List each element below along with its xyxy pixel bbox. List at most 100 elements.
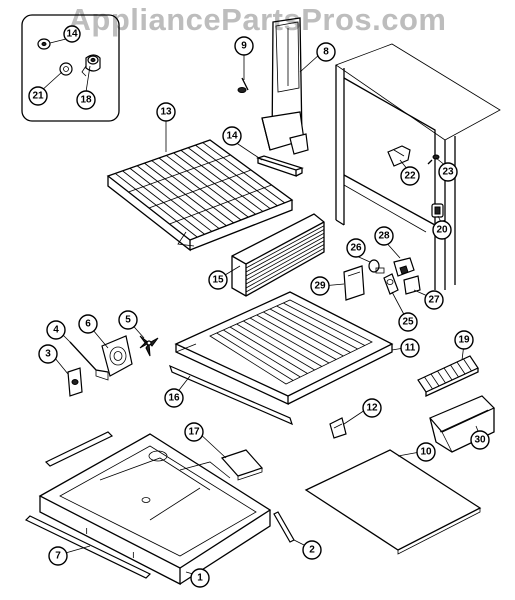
cover-rib	[245, 236, 325, 281]
svg-text:9: 9	[241, 41, 247, 52]
svg-text:15: 15	[212, 275, 224, 286]
svg-text:21: 21	[32, 91, 44, 102]
callout-1: 1	[190, 568, 210, 588]
callout-19: 19	[454, 330, 474, 350]
callout-6: 6	[78, 314, 98, 334]
svg-text:12: 12	[366, 403, 378, 414]
part-7-rail	[24, 515, 152, 579]
wire-shelf-crossbar	[148, 169, 252, 209]
callout-29: 29	[310, 276, 330, 296]
callout-27: 27	[424, 290, 444, 310]
svg-text:14: 14	[226, 131, 238, 142]
svg-text:19: 19	[458, 335, 470, 346]
callout-30: 30	[470, 430, 490, 450]
cover-rib	[245, 247, 325, 293]
part-17-cover	[220, 449, 264, 481]
shelf-texture-line	[283, 302, 366, 346]
part-13-wire-shelf	[106, 139, 294, 252]
ice-tray-divider	[437, 370, 446, 384]
part-1-drain-pan	[38, 433, 272, 586]
part-9-screw	[237, 77, 249, 93]
svg-text:29: 29	[314, 281, 326, 292]
shelf-texture-line	[269, 308, 351, 353]
callout-4: 4	[46, 320, 66, 340]
callout-28: 28	[374, 226, 394, 246]
ice-tray-divider	[443, 367, 453, 381]
callout-20: 20	[432, 220, 452, 240]
svg-text:20: 20	[436, 225, 448, 236]
part-6-fan-shroud	[101, 335, 133, 377]
ice-tray-divider	[430, 373, 440, 387]
svg-text:25: 25	[402, 317, 414, 328]
cover-rib	[245, 244, 325, 289]
part-5-fan-blade	[139, 335, 159, 357]
cover-rib	[245, 229, 325, 273]
wire-shelf-crossbar	[128, 154, 231, 193]
svg-text:17: 17	[188, 427, 200, 438]
part-25-socket	[383, 273, 399, 295]
svg-text:7: 7	[55, 551, 61, 562]
wire-shelf-crossbar	[169, 184, 272, 225]
svg-text:5: 5	[125, 315, 131, 326]
svg-text:10: 10	[420, 447, 432, 458]
ice-tray-divider	[424, 376, 433, 390]
svg-text:14: 14	[66, 29, 78, 40]
part-27-housing	[403, 275, 421, 295]
part-26-bulb	[368, 259, 385, 274]
part-29-light-shield	[343, 265, 365, 301]
cover-rib	[245, 225, 325, 269]
part-19-ice-tray	[417, 355, 479, 398]
svg-text:28: 28	[378, 231, 390, 242]
shelf-texture-line	[229, 326, 308, 374]
shelf-texture-line	[216, 332, 294, 381]
part-28-switch	[393, 257, 415, 277]
shelf-texture-line	[256, 314, 337, 360]
cover-rib	[245, 240, 325, 285]
svg-text:8: 8	[323, 47, 329, 58]
svg-text:1: 1	[197, 573, 203, 584]
svg-text:30: 30	[474, 435, 486, 446]
ice-tray-divider	[463, 358, 472, 372]
svg-text:27: 27	[428, 295, 440, 306]
watermark-text: AppliancePartsPros.com	[68, 2, 447, 37]
callout-5: 5	[118, 310, 138, 330]
callout-16: 16	[164, 388, 184, 408]
part-2-rail	[273, 511, 295, 543]
part-14-bar	[256, 155, 304, 177]
callout-22: 22	[400, 166, 420, 186]
callout-10: 10	[416, 442, 436, 462]
part-16-front-rail	[169, 364, 293, 426]
shelf-texture-line	[223, 329, 301, 378]
callout-17: 17	[184, 422, 204, 442]
callout-15: 15	[208, 270, 228, 290]
shelf-texture-line	[236, 323, 315, 371]
part-11-crisper-shelf	[174, 291, 394, 406]
svg-text:18: 18	[80, 95, 92, 106]
part-23-screw	[427, 154, 440, 165]
svg-text:23: 23	[442, 167, 454, 178]
part-22-clip	[387, 145, 411, 167]
callout-14-inset: 14	[63, 25, 81, 43]
svg-text:4: 4	[53, 325, 59, 336]
ice-tray-divider	[450, 364, 459, 378]
callout-13: 13	[156, 102, 176, 122]
part-12-clip	[329, 417, 347, 439]
svg-text:26: 26	[350, 243, 362, 254]
part-10-floor-panel	[304, 449, 482, 555]
callout-2: 2	[302, 540, 322, 560]
part-4-wire	[69, 341, 109, 381]
svg-text:11: 11	[405, 343, 416, 354]
callout-26: 26	[346, 238, 366, 258]
shelf-texture-line	[263, 311, 344, 357]
part-3-bracket	[67, 367, 83, 397]
callout-25: 25	[398, 312, 418, 332]
callout-8: 8	[316, 42, 336, 62]
svg-text:3: 3	[45, 349, 51, 360]
svg-text:2: 2	[309, 545, 315, 556]
svg-text:6: 6	[85, 319, 91, 330]
callout-9: 9	[234, 36, 254, 56]
part-20-bracket	[431, 203, 444, 218]
shelf-texture-line	[249, 317, 330, 364]
svg-text:13: 13	[160, 107, 172, 118]
